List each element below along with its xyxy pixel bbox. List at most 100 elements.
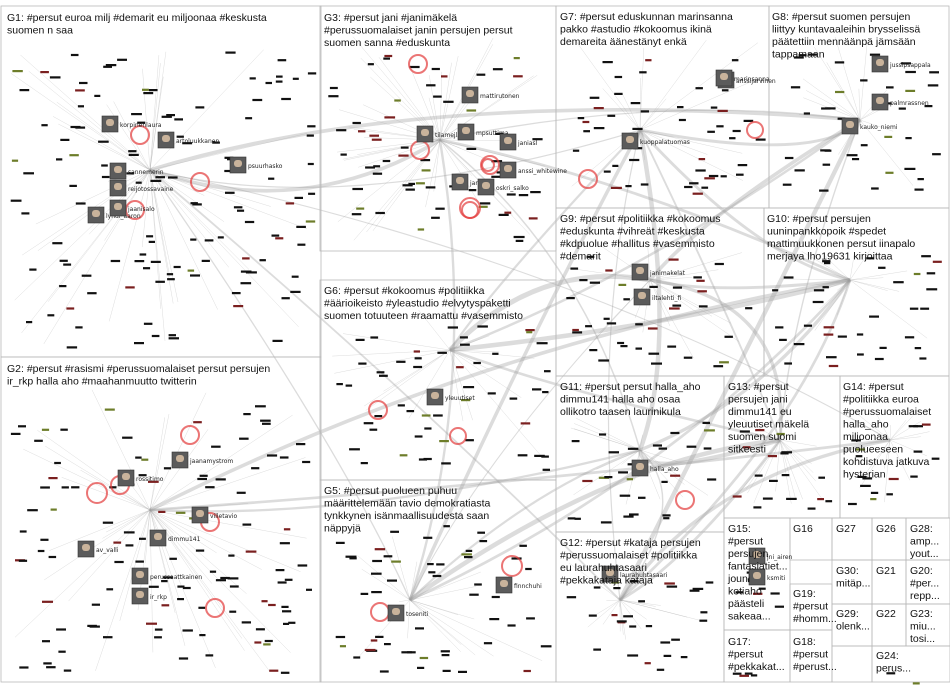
edge-285 xyxy=(619,599,656,607)
graph-node-85 xyxy=(148,89,158,92)
graph-node-200 xyxy=(56,628,66,631)
graph-node-321 xyxy=(489,618,500,621)
edge-31 xyxy=(649,278,851,290)
graph-node-633 xyxy=(767,455,777,458)
edge-36 xyxy=(637,438,781,466)
graph-node-332 xyxy=(483,642,493,645)
edge-294 xyxy=(779,439,796,499)
graph-node-226 xyxy=(87,624,97,627)
avatar-face-icon xyxy=(114,183,122,190)
edge-20 xyxy=(448,273,651,352)
group-label-line: G29: xyxy=(836,608,859,620)
graph-node-222 xyxy=(281,605,289,608)
group-label-g1: G1: #persut euroa milj #demarit eu miljo… xyxy=(7,12,267,37)
graph-node-jaanamystrom: jaanamystrom xyxy=(171,451,233,469)
graph-node-214 xyxy=(48,477,58,480)
graph-node-149 xyxy=(18,425,26,428)
edge-108 xyxy=(105,509,151,533)
edge-244 xyxy=(849,279,900,292)
edge-185 xyxy=(364,349,451,407)
edge-300 xyxy=(779,439,816,482)
edge-254 xyxy=(814,279,851,331)
graph-node-150 xyxy=(241,621,251,624)
avatar-face-icon xyxy=(114,203,122,210)
graph-node-527 xyxy=(693,276,702,279)
edge-160 xyxy=(409,599,475,620)
graph-node-548 xyxy=(874,357,884,361)
graph-node-628 xyxy=(689,589,700,592)
graph-node-615 xyxy=(660,641,671,644)
edge-301 xyxy=(754,439,781,446)
graph-node-335 xyxy=(339,645,346,648)
edge-61 xyxy=(149,169,174,304)
group-label-line: perus... xyxy=(876,663,911,675)
edge-113 xyxy=(149,509,262,570)
graph-node-100 xyxy=(101,164,108,167)
graph-node-563 xyxy=(813,289,825,292)
graph-node-632 xyxy=(742,446,751,449)
graph-node-20 xyxy=(146,235,154,238)
graph-node-499 xyxy=(697,290,707,293)
edge-88 xyxy=(149,509,307,539)
node-label: jussipsappala xyxy=(889,62,931,69)
graph-node-kuoppalatuomas: kuoppalatuomas xyxy=(621,132,690,150)
highlight-ring-18 xyxy=(449,427,467,445)
graph-node-230 xyxy=(146,622,157,625)
edge-314 xyxy=(889,439,911,481)
edge-256 xyxy=(596,449,641,470)
avatar-face-icon xyxy=(606,569,614,576)
edge-55 xyxy=(149,63,161,171)
graph-node-291 xyxy=(528,217,538,220)
graph-node-575 xyxy=(600,521,612,524)
graph-node-559 xyxy=(812,300,824,304)
graph-node-138 xyxy=(182,586,191,590)
group-label-line: #per... xyxy=(910,578,939,590)
graph-node-224 xyxy=(267,454,278,457)
graph-node-645 xyxy=(781,451,792,454)
graph-node-dimmu141: dimmu141 xyxy=(149,529,201,547)
graph-node-629 xyxy=(732,495,742,498)
graph-node-104 xyxy=(249,77,256,80)
graph-node-villetavio: villetavio xyxy=(191,506,237,524)
node-label: mpsuttima xyxy=(476,130,509,137)
group-label-g26: G26 xyxy=(876,523,896,535)
graph-node-530 xyxy=(605,269,613,272)
avatar-face-icon xyxy=(482,182,490,189)
avatar-face-icon xyxy=(846,121,854,128)
node-layer: korpinenlauraartoluukkanensannemerinpsuu… xyxy=(10,51,942,685)
graph-node-185 xyxy=(27,509,38,512)
graph-node-388 xyxy=(399,454,408,457)
graph-node-33 xyxy=(60,138,70,141)
graph-node-166 xyxy=(10,432,21,435)
edge-129 xyxy=(410,67,441,141)
graph-node-12 xyxy=(135,181,142,184)
graph-node-59 xyxy=(87,292,97,295)
group-label-line: G11: #persut persut halla_aho xyxy=(560,381,701,393)
edge-198 xyxy=(639,129,743,154)
edge-21 xyxy=(449,277,851,353)
graph-node-497 xyxy=(929,71,939,74)
group-label-line: jouni xyxy=(727,573,750,585)
graph-node-112 xyxy=(252,98,263,102)
edge-265 xyxy=(573,428,641,451)
group-label-g28: G28:amp...yout... xyxy=(910,523,939,560)
node-label: palmrassnen xyxy=(890,100,929,107)
edge-65 xyxy=(149,169,308,230)
edge-287 xyxy=(747,439,781,494)
edge-91 xyxy=(149,509,180,599)
graph-node-193 xyxy=(50,508,57,511)
edge-224 xyxy=(649,277,652,281)
graph-node-81 xyxy=(137,121,146,124)
graph-node-477 xyxy=(886,86,894,89)
graph-node-474 xyxy=(860,79,868,82)
edge-248 xyxy=(843,279,851,287)
group-label-line: G23: xyxy=(910,608,933,620)
graph-node-jussipsappala: jussipsappala xyxy=(871,55,931,73)
group-label-g27: G27 xyxy=(836,523,856,535)
edge-243 xyxy=(849,237,879,281)
graph-node-663 xyxy=(921,423,931,426)
graph-node-309 xyxy=(523,669,531,673)
node-label: jni_airen xyxy=(766,554,793,561)
edge-191 xyxy=(639,40,707,131)
